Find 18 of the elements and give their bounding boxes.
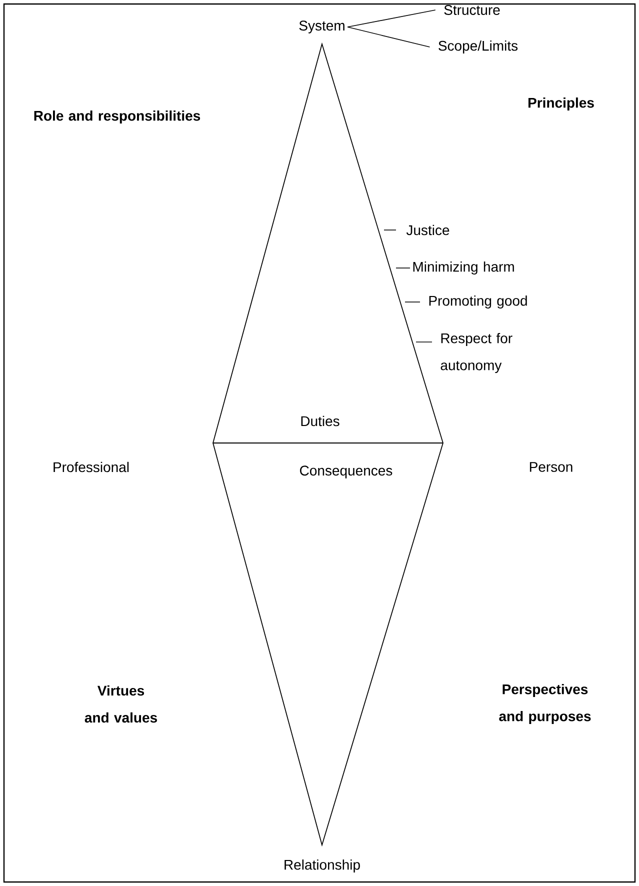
text-label: Respect for autonomy (440, 332, 512, 374)
text-label: Role and responsibilities (34, 110, 200, 124)
text-label: Promoting good (429, 295, 527, 309)
node-label: Structure (444, 5, 500, 15)
node-label: System (299, 20, 344, 34)
node-label: Relationship (284, 859, 360, 873)
text-label: Virtues and values (84, 685, 157, 723)
text-label: Principles (528, 97, 594, 111)
node-label: Professional (54, 462, 129, 472)
text-label: Duties (301, 416, 340, 426)
text-label: Consequences (300, 466, 392, 478)
connector-line (347, 26, 430, 48)
node-label: Scope/Limits (438, 40, 518, 54)
connector-line (347, 10, 436, 28)
node-label: Person (530, 462, 572, 472)
text-label: Justice (406, 224, 450, 236)
text-label: Minimizing harm (413, 261, 514, 275)
text-label: Perspectives and purposes (499, 684, 591, 724)
